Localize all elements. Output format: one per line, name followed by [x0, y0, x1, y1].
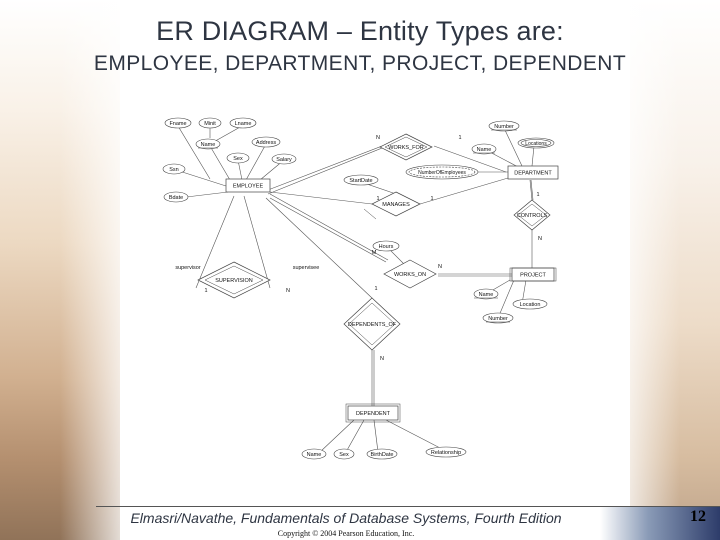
footer-citation: Elmasri/Navathe, Fundamentals of Databas…	[130, 510, 562, 526]
footer-rule	[96, 506, 720, 507]
attr-hours	[372, 240, 400, 252]
attr-proj-name	[473, 288, 499, 300]
card-wf-n: N	[376, 135, 380, 141]
card-dep-1: 1	[374, 286, 377, 292]
relationship-works-for	[379, 133, 433, 161]
attr-ssn	[162, 163, 186, 175]
attr-dept-name-label: Name	[477, 147, 492, 153]
attr-dep-sex-label: Sex	[339, 452, 349, 458]
attr-proj-name-label: Name	[479, 292, 494, 298]
attr-relationship	[425, 446, 467, 458]
card-sup-n: N	[286, 288, 290, 294]
card-wo-n: N	[438, 264, 442, 270]
card-mg-dept: 1	[430, 196, 433, 202]
relationship-works-on	[383, 259, 437, 289]
supervision-label: SUPERVISION	[215, 278, 253, 284]
footer-copyright: Copyright © 2004 Pearson Education, Inc.	[277, 529, 415, 538]
attr-lname	[229, 117, 257, 129]
attr-dep-name-label: Name	[307, 452, 322, 458]
card-ct-dept: 1	[536, 192, 539, 198]
attr-number-label: Number	[494, 124, 514, 130]
works-for-label: WORKS_FOR	[388, 145, 423, 151]
attr-ssn-label: Ssn	[169, 167, 178, 173]
attr-lname-label: Lname	[235, 121, 252, 127]
attr-locations-label: Locations	[525, 141, 547, 147]
attr-bdate-label: Bdate	[169, 195, 183, 201]
attr-relationship-label: Relationship	[431, 450, 461, 456]
role-supervisor: supervisor	[175, 265, 201, 271]
page-number: 12	[690, 508, 706, 525]
manages-label: MANAGES	[382, 202, 410, 208]
er-diagram: EMPLOYEE DEPARTMENT PROJECT DEPENDENT WO…	[150, 108, 570, 466]
attr-birth-date	[366, 448, 398, 460]
project-label: PROJECT	[520, 273, 546, 279]
attr-birth-date-label: BirthDate	[371, 452, 394, 458]
attr-dep-name	[301, 448, 327, 460]
attr-dep-sex	[333, 448, 355, 460]
relationship-manages	[371, 191, 421, 217]
relationship-controls	[513, 199, 551, 231]
relationship-supervision	[197, 261, 271, 299]
attr-proj-number-label: Number	[488, 316, 508, 322]
attr-salary-label: Salary	[276, 157, 292, 163]
attr-location	[512, 298, 548, 310]
department-label: DEPARTMENT	[514, 171, 552, 177]
attr-bdate	[163, 191, 189, 203]
attr-sex	[226, 152, 250, 164]
right-background-fade	[610, 0, 680, 540]
employee-label: EMPLOYEE	[233, 184, 264, 190]
card-wo-m: M	[372, 250, 377, 256]
card-ct-proj: N	[538, 236, 542, 242]
dependents-of-label: DEPENDENTS_OF	[348, 322, 397, 328]
attr-dept-name	[471, 143, 497, 155]
attr-fname-label: Fname	[169, 121, 186, 127]
controls-label: CONTROLS	[517, 213, 548, 219]
entity-dependent	[347, 405, 399, 421]
attr-start-date-label: StartDate	[349, 178, 372, 184]
attr-salary	[271, 153, 297, 165]
card-dep-n: N	[380, 356, 384, 362]
entity-department	[507, 165, 559, 180]
card-mg-emp: 1	[376, 196, 379, 202]
attr-minit-label: Minit	[204, 121, 216, 127]
attr-proj-number	[482, 312, 514, 324]
attr-minit	[198, 117, 222, 129]
attr-hours-label: Hours	[379, 244, 394, 250]
attr-fname	[164, 117, 192, 129]
role-supervisee: supervisee	[293, 265, 320, 271]
footer-band	[600, 507, 720, 540]
attr-num-employees	[405, 164, 479, 180]
attr-location-label: Location	[520, 302, 541, 308]
dependent-label: DEPENDENT	[356, 411, 391, 417]
attr-start-date	[343, 174, 379, 186]
slide-title: ER DIAGRAM – Entity Types are:	[156, 16, 564, 46]
left-background-fade	[60, 0, 140, 540]
attr-num-employees-label: NumberOfEmployees	[418, 170, 466, 176]
attr-sex-label: Sex	[233, 156, 243, 162]
attr-emp-name-label: Name	[201, 142, 216, 148]
relationship-dependents-of	[343, 297, 401, 351]
entity-employee	[225, 178, 271, 193]
attr-address-label: Address	[256, 140, 276, 146]
attr-address	[251, 136, 281, 148]
slide-subtitle: EMPLOYEE, DEPARTMENT, PROJECT, DEPENDENT	[93, 52, 627, 75]
card-wf-1: 1	[458, 135, 461, 141]
works-on-label: WORKS_ON	[394, 272, 426, 278]
attr-emp-name	[195, 138, 221, 150]
card-sup-1: 1	[204, 288, 207, 294]
attr-number	[488, 120, 520, 132]
